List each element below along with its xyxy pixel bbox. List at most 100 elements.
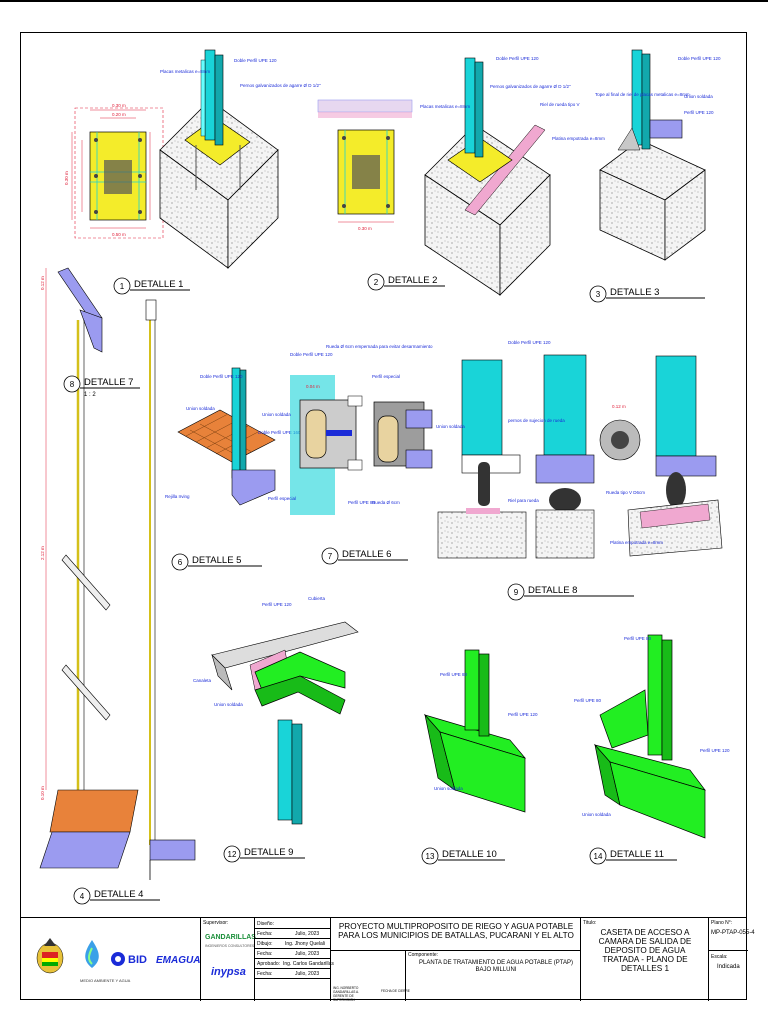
detail-number: 7 (328, 552, 333, 561)
detail-title: DETALLE 3 (610, 287, 659, 298)
plan-number-cell: Plano N°: MP-PTAP-055-4 Escala: Indicada (708, 918, 755, 1001)
d9-weld-label: Union soldada (214, 702, 243, 707)
d2-plates-label: Placas metalicas e=8mm (420, 104, 470, 109)
d8-weld-label: Union soldada (436, 424, 465, 429)
d11-profile2-label: Perfil UPE 120 (700, 748, 730, 753)
d1-plates-label: Placas metalicas e=8mm (160, 69, 210, 74)
rule (255, 948, 331, 949)
detail-1-iso (159, 49, 279, 269)
detail-number-circle (507, 583, 525, 601)
d3-stop-label: Tope al final de riel de placas metalica… (595, 92, 690, 97)
d6-upe80-label: Perfil UPE 80 (348, 500, 376, 505)
drawing-role: Dibujo: (257, 941, 273, 947)
d9-gutter-label: Canaleta (193, 678, 212, 683)
detail-number: 6 (178, 558, 183, 567)
d6-weld-label: Union soldada (262, 412, 291, 417)
approved-date: Julio, 2023 (295, 971, 320, 977)
project-title: PROYECTO MULTIPROPOSITO DE RIEGO Y AGUA … (338, 922, 574, 940)
ministry-text: MEDIO AMBIENTE Y AGUA (80, 978, 131, 983)
detail-number: 9 (514, 588, 519, 597)
signature-small: ING. NORBERTO GANDARILLAS A. GERENTE DE … (333, 986, 360, 1002)
d5-weld-label: Union soldada (186, 406, 215, 411)
detail-8-sections (437, 354, 723, 559)
detail-title: DETALLE 5 (192, 555, 241, 566)
rule (331, 950, 581, 951)
approved-name: Ing. Carlos Gandarillas (283, 961, 334, 967)
project-cell: PROYECTO MULTIPROPOSITO DE RIEGO Y AGUA … (330, 918, 581, 1002)
detail-number: 14 (594, 852, 603, 861)
detail-number-circle (73, 887, 91, 905)
d6-profile-label: Doble Perfil UPE 120 (290, 352, 333, 357)
detail-title: DETALLE 7 (84, 377, 133, 388)
component-cell: Componente: PLANTA DE TRATAMIENTO DE AGU… (405, 950, 581, 1001)
bid-logo-text: BID (128, 954, 147, 966)
d3-weld-label: Union soldada (684, 94, 713, 99)
d1-dim-w: 0.30 m (112, 103, 126, 108)
water-drop-icon (85, 940, 99, 968)
d9-roof-label: Cubierta (308, 596, 326, 601)
detail-2-plan (317, 99, 413, 223)
design-role: Diseño: (257, 921, 274, 927)
scale-label: Escala: (711, 954, 728, 960)
plan-number: MP-PTAP-055-4 (711, 930, 755, 936)
design-date-label: Fecha: (257, 931, 273, 937)
detail-number: 2 (374, 278, 379, 287)
detail-11-iso (593, 634, 706, 839)
d1-dim-h: 0.30 m (64, 171, 69, 185)
drawing-date-label: Fecha: (257, 951, 273, 957)
approved-role: Aprobado: (257, 961, 281, 967)
d2-platen-label: Platina empotrada e=8mm (552, 136, 605, 141)
d6-dim: 0.04 m (306, 384, 320, 389)
rule (255, 978, 331, 979)
d2-rail-label: Riel de rueda tipo V (540, 102, 580, 107)
d3-profile2-label: Perfil UPE 120 (684, 110, 714, 115)
drawing-date: Julio, 2023 (295, 951, 320, 957)
detail-title: DETALLE 10 (442, 849, 497, 860)
detail-number: 4 (80, 892, 85, 901)
d5-profile-label: Doble Perfil UPE 120 (200, 374, 243, 379)
d4-dim-bot: 0.10 m (40, 786, 45, 800)
detail-5-iso (177, 367, 276, 506)
d6-wheel2-label: Rueda Ø 6cm (372, 500, 400, 505)
d8-profile-label: Doble Perfil UPE 120 (508, 340, 551, 345)
drawing-name: Ing. Jhony Quelali (285, 941, 326, 947)
d4-dim-h: 2.12 m (40, 546, 45, 560)
detail-scale: 1 : 2 (84, 392, 96, 398)
d8-platen-label: Platina empotrada e=8mm (610, 540, 663, 545)
detail-title: DETALLE 2 (388, 275, 437, 286)
detail-number: 8 (70, 380, 75, 389)
rule (255, 958, 331, 959)
detail-number-circle (589, 285, 607, 303)
d5-grate-label: Rejilla Irving (165, 494, 190, 499)
d2-bolts-label: Pernos galvanizados de agarre Ø D 1/2" (490, 84, 571, 89)
d8-wheel-label: Rueda tipo V D6cm (606, 490, 645, 495)
detail-number: 3 (596, 290, 601, 299)
rule (255, 928, 331, 929)
detail-9-iso (211, 621, 359, 825)
d10-profile2-label: Perfil UPE 120 (508, 712, 538, 717)
d11-weld-label: Union soldada (582, 812, 611, 817)
detail-number-circle (367, 273, 385, 291)
detail-number-circle (63, 375, 81, 393)
detail-number-circle (421, 847, 439, 865)
signatures-cell: Diseño: Fecha: Julio, 2023 Dibujo: Ing. … (254, 918, 334, 1001)
detail-number-circle (321, 547, 339, 565)
detail-number: 13 (426, 852, 435, 861)
approved-date-label: Fecha: (257, 971, 273, 977)
consultant-logo: inypsa (211, 966, 246, 978)
detail-10-iso (423, 649, 527, 813)
d8-rail-label: Riel para rueda (508, 498, 539, 503)
d6-wheel-label: Rueda Ø 6cm empernada para evitar desarm… (326, 344, 433, 349)
d6-special-label: Perfil especial (372, 374, 400, 379)
detail-1-plan (71, 107, 164, 239)
drawing-title: CASETA DE ACCESO A CAMARA DE SALIDA DE D… (598, 928, 692, 973)
d6-special2-label: Perfil especial (268, 496, 296, 501)
title-block: MEDIO AMBIENTE Y AGUA BID EMAGUA Supervi… (20, 917, 755, 1002)
d1-dim-w2: 0.20 m (112, 112, 126, 117)
drawing-title-cell: Titulo: CASETA DE ACCESO A CAMARA DE SAL… (580, 918, 708, 1001)
detail-title: DETALLE 4 (94, 889, 143, 900)
rule (255, 968, 331, 969)
